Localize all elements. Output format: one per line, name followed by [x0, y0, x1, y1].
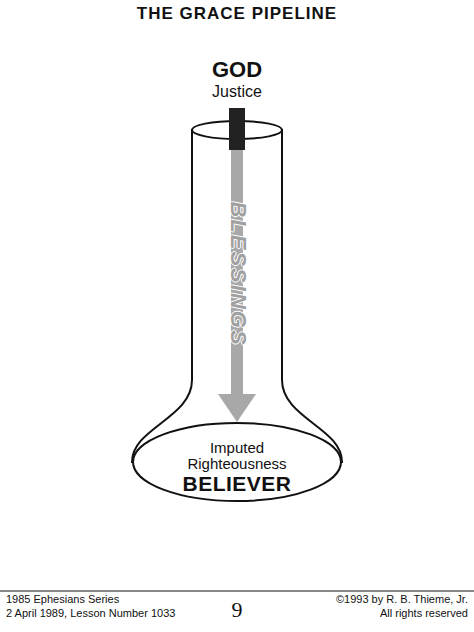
blessing-arrow — [218, 150, 256, 422]
node-text-group: Imputed RighteousnessBELIEVER — [177, 440, 297, 496]
pipe-body — [132, 130, 342, 462]
justice-bar: GODJustice — [229, 108, 245, 150]
footer-note: 1985 Ephesians Series — [6, 592, 226, 606]
node-heading-text: GOD — [149, 58, 325, 82]
footer-note: All rights reserved — [268, 606, 468, 620]
diagram-title: THE GRACE PIPELINE — [0, 4, 474, 24]
arrow-head — [218, 394, 256, 422]
node-subtext: Imputed Righteousness — [177, 440, 297, 472]
believer-ellipse: Imputed RighteousnessBELIEVER — [132, 422, 342, 502]
node-subtext: Justice — [149, 82, 325, 102]
node-heading-text: BELIEVER — [177, 472, 297, 496]
page-number: 9 — [217, 597, 257, 623]
footer-note: 2 April 1989, Lesson Number 1033 — [6, 606, 246, 620]
node-heading: GODJustice — [149, 58, 325, 102]
ellipse-shape — [133, 423, 341, 501]
edge-label: BLESSINGS — [224, 201, 250, 346]
footer-note: ©1993 by R. B. Thieme, Jr. — [268, 592, 468, 606]
footer-rule — [0, 591, 474, 592]
